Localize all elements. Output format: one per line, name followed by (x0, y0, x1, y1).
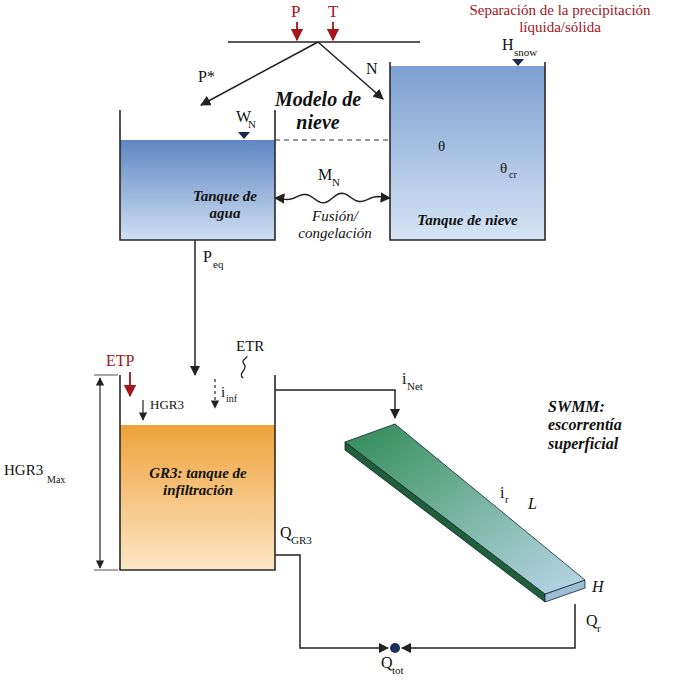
tank-label: GR3: tanque de infiltración (148, 465, 248, 500)
flow-arrow (275, 390, 395, 418)
level-arrow (142, 400, 143, 420)
runoff-plane: SWMM: escorrentía superficial (340, 418, 590, 604)
flow-arrow (194, 240, 196, 375)
model-title: Modelo de nieve (268, 88, 368, 134)
aet-symbol: ETR (236, 338, 264, 355)
etp-arrow (129, 372, 131, 396)
snow-tank: Tanque de nieve (390, 62, 545, 240)
tank-outline (120, 110, 275, 240)
tank-label: Tanque de agua (178, 188, 272, 223)
dimension-line (99, 378, 100, 568)
level-marker (512, 59, 524, 66)
subscript: r (597, 622, 601, 635)
tank-fill (120, 140, 275, 240)
subscript: r (505, 493, 509, 506)
subscript: cr (509, 169, 517, 181)
subscript: eq (213, 258, 223, 271)
subscript: GR3 (291, 534, 312, 547)
temp-symbol: T (328, 2, 338, 22)
tank-outline (390, 62, 545, 240)
separation-line (228, 41, 420, 43)
dimension-label: HGR3 (4, 462, 43, 479)
pet-symbol: ETP (106, 352, 134, 370)
level-symbol: H (502, 36, 514, 54)
rain-symbol: P* (198, 68, 215, 86)
snow-symbol: N (366, 60, 378, 78)
level-marker (238, 132, 250, 139)
flow-subscript: tot (392, 664, 404, 677)
model-label: SWMM: escorrentía superficial (548, 398, 673, 453)
junction-dot (390, 643, 400, 653)
melt-symbol: M (318, 166, 332, 184)
flow-symbol: P (203, 248, 212, 266)
outflow-junction: Qtot (388, 640, 402, 656)
length-symbol: L (528, 495, 537, 513)
exchange-arrow (275, 193, 390, 203)
subscript: Net (407, 380, 423, 393)
process-note: Separación de la precipitación líquida/s… (460, 2, 660, 37)
flow-arrow (275, 555, 388, 648)
process-label: Fusión/ congelación (285, 208, 385, 243)
flow-symbol: Q (280, 524, 292, 542)
subscript: snow (514, 46, 537, 59)
input-arrow (332, 22, 334, 40)
dimension-tick (94, 375, 118, 376)
theta-symbol: θ (438, 138, 445, 155)
infiltration-tank: GR3: tanque de infiltración (120, 375, 275, 570)
flow-symbol: Q (586, 612, 598, 630)
dimension-tick (94, 570, 118, 571)
tank-outline (120, 375, 275, 570)
tank-fill (120, 425, 275, 570)
node-shape (388, 640, 402, 656)
level-symbol: HGR3 (150, 398, 184, 413)
infiltration-arrow (214, 379, 215, 408)
precip-symbol: P (291, 2, 300, 22)
tank-fill (390, 66, 545, 240)
runoff-symbol: i (500, 484, 504, 502)
theta-symbol: θ (500, 160, 507, 177)
etr-wave (241, 356, 247, 378)
subscript: inf (226, 393, 237, 405)
flow-arrow (402, 604, 575, 648)
infiltration-symbol: i (221, 384, 225, 401)
depth-symbol: H (592, 578, 604, 596)
subscript: Max (47, 474, 65, 486)
tank-label: Tanque de nieve (402, 212, 533, 229)
input-arrow (296, 22, 298, 40)
net-input-symbol: i (402, 370, 406, 388)
flow-symbol: Q (381, 654, 393, 672)
subscript: N (248, 118, 256, 131)
subscript: N (332, 176, 340, 189)
